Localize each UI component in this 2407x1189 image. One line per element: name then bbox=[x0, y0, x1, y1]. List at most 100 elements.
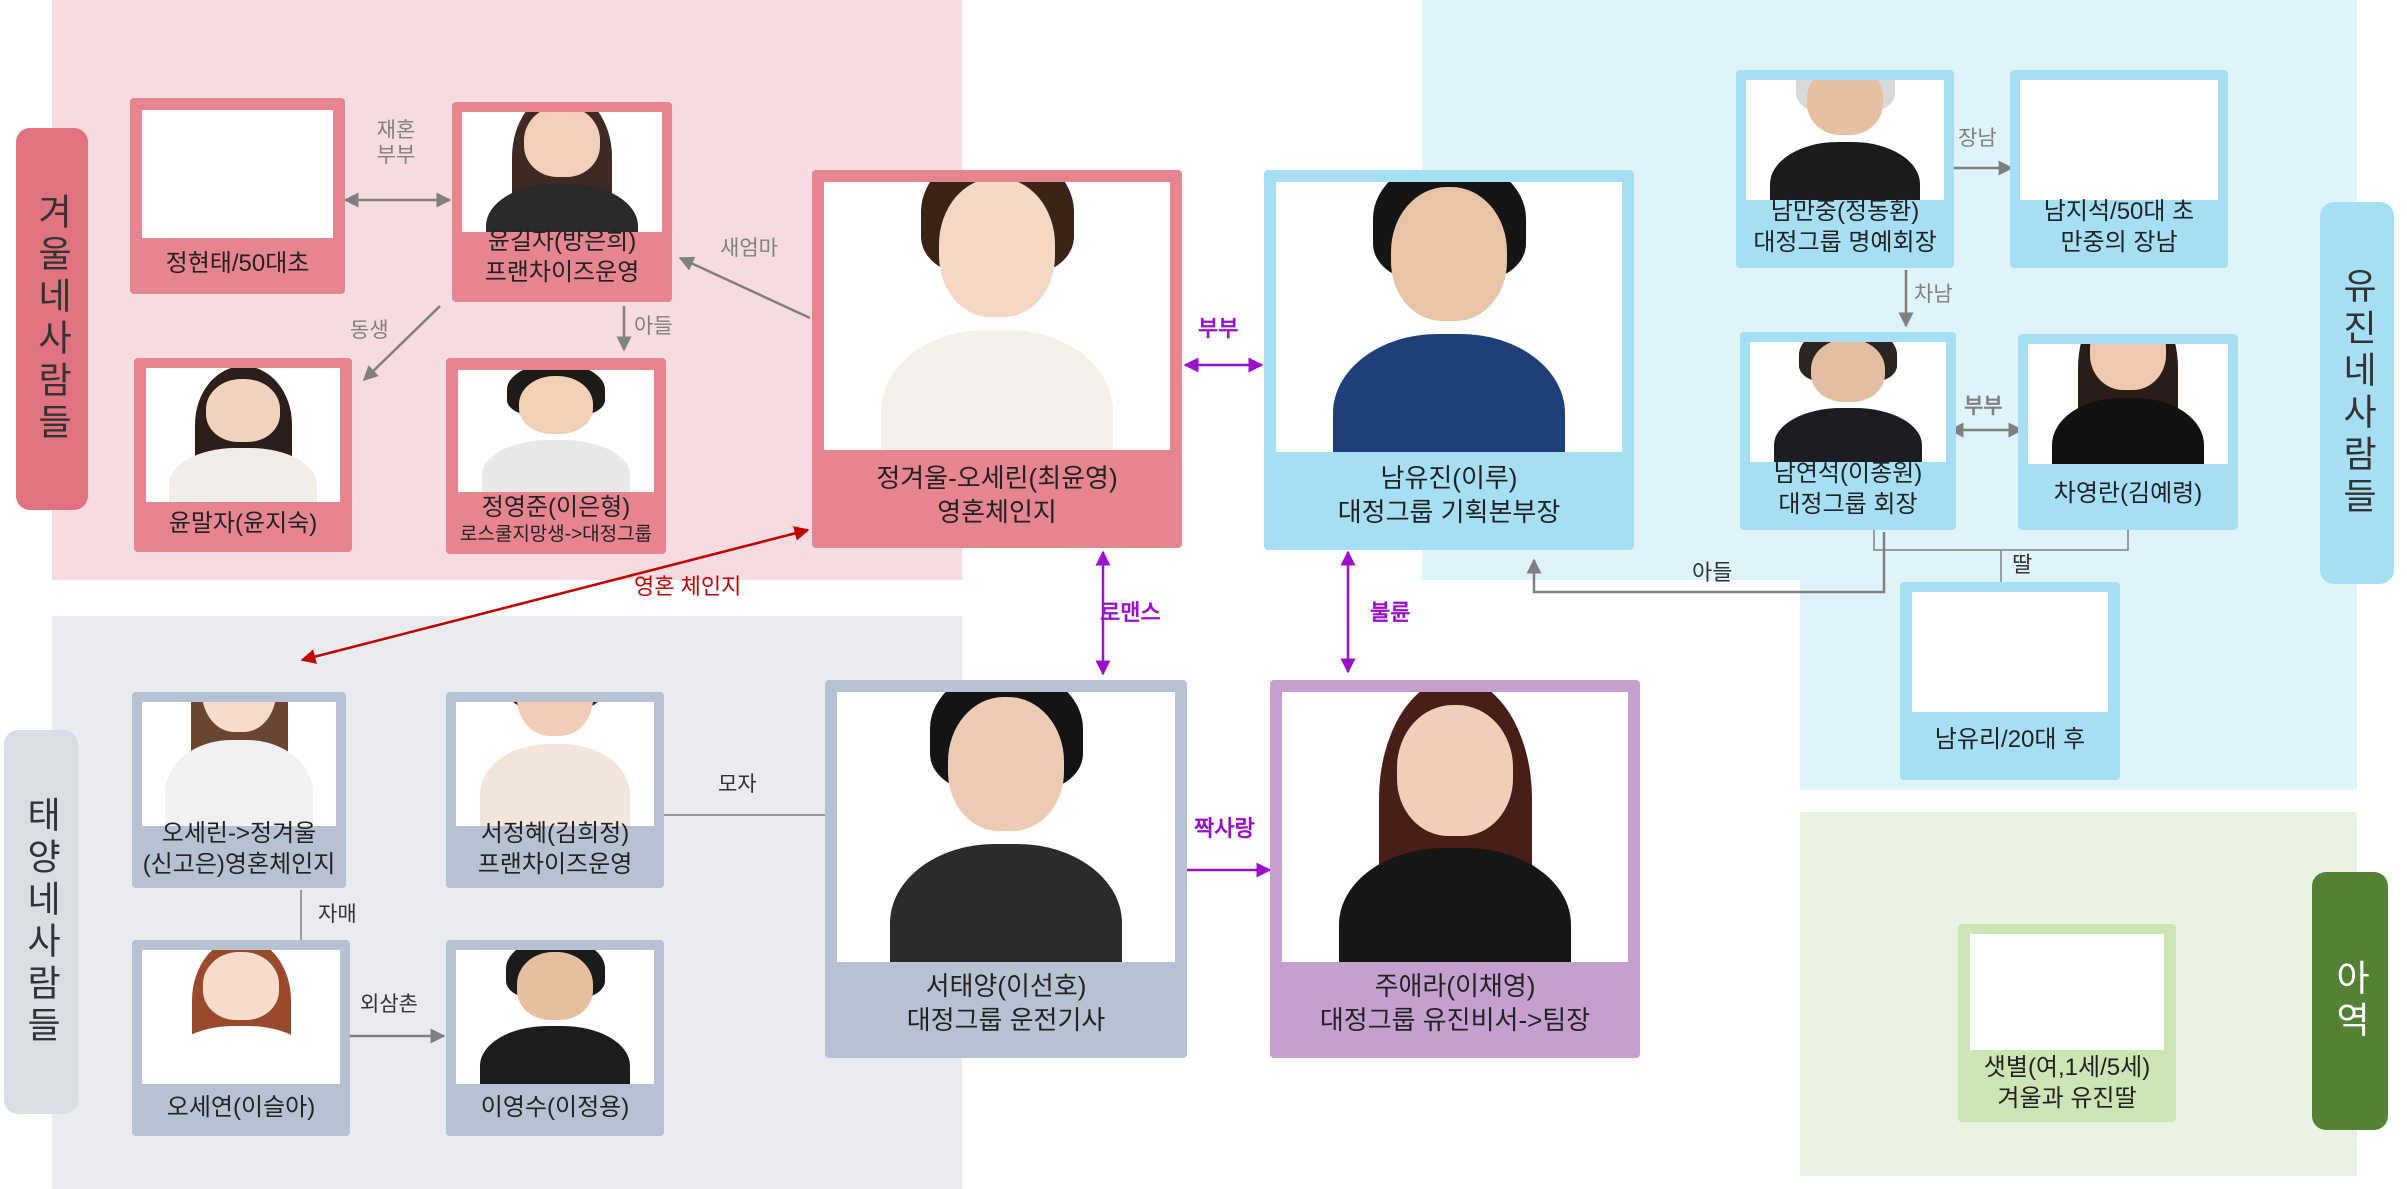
name-jungyoungjun: 정영준(이은형) bbox=[481, 494, 631, 521]
portrait-avatar-icon bbox=[2028, 344, 2228, 464]
name-chayoungran: 차영란(김예령) bbox=[2053, 480, 2203, 507]
photo-placeholder bbox=[1912, 592, 2108, 712]
rel-remarried: 재혼 부부 bbox=[376, 119, 416, 168]
rel-couple-main: 부부 bbox=[1198, 316, 1239, 341]
role-juaera: 대정그룹 유진비서->팀장 bbox=[1319, 1004, 1591, 1035]
portrait-avatar-icon bbox=[1750, 342, 1946, 462]
photo-chayoungran bbox=[2028, 344, 2228, 464]
name-yoongilja: 윤길자(방은희) bbox=[487, 228, 637, 255]
photo-jungyoungjun bbox=[458, 370, 654, 492]
photo-namyeonseok bbox=[1750, 342, 1946, 462]
rel-eldest-son: 장남 bbox=[1958, 127, 1997, 150]
name-saebyeol: 샛별(여,1세/5세) bbox=[1983, 1054, 2151, 1081]
role-seotaeyang: 대정그룹 운전기사 bbox=[906, 1004, 1106, 1035]
role-nammanjung: 대정그룹 명예회장 bbox=[1753, 229, 1937, 257]
rel-couple-yujin: 부부 bbox=[1964, 395, 2003, 418]
portrait-avatar-icon bbox=[456, 950, 654, 1084]
photo-namyujin bbox=[1276, 182, 1622, 452]
photo-junggyeoul bbox=[824, 182, 1170, 450]
line-son-yujin bbox=[1526, 532, 1886, 594]
name-namyuri: 남유리/20대 후 bbox=[1934, 726, 2086, 753]
name-seotaeyang: 서태양(이선호) bbox=[925, 971, 1087, 1001]
card-oseyeon[interactable]: 오세연(이슬아) bbox=[132, 940, 350, 1136]
rel-romance: 로맨스 bbox=[1100, 600, 1161, 625]
portrait-avatar-icon bbox=[458, 370, 654, 492]
card-yoongilja[interactable]: 윤길자(방은희) 프랜차이즈운영 bbox=[452, 102, 672, 302]
photo-yoongilja bbox=[462, 112, 662, 232]
card-nammanjung[interactable]: 남만중(정동환) 대정그룹 명예회장 bbox=[1736, 70, 1954, 268]
card-namyeonseok[interactable]: 남연석(이종원) 대정그룹 회장 bbox=[1740, 332, 1956, 530]
portrait-avatar-icon bbox=[1296, 182, 1602, 452]
role-jungyoungjun: 로스쿨지망생->대정그룹 bbox=[459, 524, 653, 546]
rel-son-yujin: 아들 bbox=[1692, 560, 1733, 585]
card-seotaeyang[interactable]: 서태양(이선호) 대정그룹 운전기사 bbox=[825, 680, 1187, 1058]
name-leeyoungsu: 이영수(이정용) bbox=[480, 1094, 630, 1121]
name-yoonmalja: 윤말자(윤지숙) bbox=[168, 510, 318, 537]
role-namyeonseok: 대정그룹 회장 bbox=[1778, 491, 1918, 519]
card-saebyeol[interactable]: 샛별(여,1세/5세) 겨울과 유진딸 bbox=[1958, 924, 2176, 1122]
photo-oseyeon bbox=[142, 950, 340, 1084]
rel-daughter: 딸 bbox=[2012, 552, 2033, 577]
line-parents-join bbox=[1873, 530, 2129, 551]
portrait-avatar-icon bbox=[462, 112, 662, 232]
card-chayoungran[interactable]: 차영란(김예령) bbox=[2018, 334, 2238, 530]
name-junggyeoul: 정겨울-오세린(최윤영) bbox=[876, 463, 1118, 493]
rel-son-winter: 아들 bbox=[634, 315, 673, 338]
photo-placeholder bbox=[2020, 80, 2218, 200]
name-juaera: 주애라(이채영) bbox=[1374, 971, 1536, 1001]
line-soul-change bbox=[300, 526, 810, 664]
name-oserin: 오세린->정겨울 bbox=[161, 820, 317, 847]
card-namyujin[interactable]: 남유진(이루) 대정그룹 기획본부장 bbox=[1264, 170, 1634, 550]
name-namyujin: 남유진(이루) bbox=[1380, 463, 1518, 493]
photo-placeholder bbox=[142, 110, 333, 238]
group-label-taeyang: 태양네사람들 bbox=[4, 730, 78, 1114]
rel-stepmother: 새엄마 bbox=[720, 237, 778, 260]
portrait-avatar-icon bbox=[1746, 80, 1944, 200]
card-namyuri[interactable]: 남유리/20대 후 bbox=[1900, 582, 2120, 780]
role-saebyeol: 겨울과 유진딸 bbox=[1997, 1085, 2137, 1113]
portrait-avatar-icon bbox=[142, 702, 336, 826]
photo-seotaeyang bbox=[837, 692, 1175, 962]
card-seojunghye[interactable]: 서정혜(김희정) 프랜차이즈운영 bbox=[446, 692, 664, 888]
name-nammanjung: 남만중(정동환) bbox=[1770, 198, 1920, 225]
rel-uncle: 외삼촌 bbox=[360, 993, 418, 1016]
name-oseyeon: 오세연(이슬아) bbox=[166, 1094, 316, 1121]
name-junghyuntae: 정현태/50대초 bbox=[165, 250, 310, 277]
role-oserin: (신고은)영혼체인지 bbox=[142, 851, 336, 879]
card-jungyoungjun[interactable]: 정영준(이은형) 로스쿨지망생->대정그룹 bbox=[446, 358, 666, 554]
rel-younger-sibling: 동생 bbox=[350, 319, 389, 342]
card-yoonmalja[interactable]: 윤말자(윤지숙) bbox=[134, 358, 352, 552]
photo-nammanjung bbox=[1746, 80, 1944, 200]
photo-oserin bbox=[142, 702, 336, 826]
line-younger-sibling bbox=[362, 305, 441, 382]
rel-sisters: 자매 bbox=[318, 903, 357, 926]
rel-affair: 불륜 bbox=[1370, 600, 1411, 625]
card-namjiseok[interactable]: 남지석/50대 초 만중의 장남 bbox=[2010, 70, 2228, 268]
role-yoongilja: 프랜차이즈운영 bbox=[484, 259, 640, 287]
portrait-avatar-icon bbox=[853, 692, 1159, 962]
name-seojunghye: 서정혜(김희정) bbox=[480, 820, 630, 847]
line-stepmother bbox=[678, 256, 811, 320]
portrait-avatar-icon bbox=[142, 950, 340, 1084]
rel-soul-change: 영혼 체인지 bbox=[634, 574, 742, 599]
card-junggyeoul[interactable]: 정겨울-오세린(최윤영) 영혼체인지 bbox=[812, 170, 1182, 548]
group-label-yujin: 유진네사람들 bbox=[2320, 202, 2394, 584]
card-junghyuntae[interactable]: 정현태/50대초 bbox=[130, 98, 345, 294]
portrait-avatar-icon bbox=[1302, 692, 1608, 962]
name-namjiseok: 남지석/50대 초 bbox=[2043, 198, 2195, 225]
photo-yoonmalja bbox=[146, 368, 340, 502]
photo-seojunghye bbox=[456, 702, 654, 826]
group-label-child: 아역 bbox=[2312, 872, 2388, 1130]
photo-juaera bbox=[1282, 692, 1628, 962]
portrait-avatar-icon bbox=[146, 368, 340, 502]
card-juaera[interactable]: 주애라(이채영) 대정그룹 유진비서->팀장 bbox=[1270, 680, 1640, 1058]
role-seojunghye: 프랜차이즈운영 bbox=[477, 851, 633, 879]
role-namyujin: 대정그룹 기획본부장 bbox=[1337, 496, 1561, 527]
role-junggyeoul: 영혼체인지 bbox=[937, 496, 1057, 527]
card-leeyoungsu[interactable]: 이영수(이정용) bbox=[446, 940, 664, 1136]
rel-unrequited: 짝사랑 bbox=[1194, 816, 1255, 841]
card-oserin[interactable]: 오세린->정겨울 (신고은)영혼체인지 bbox=[132, 692, 346, 888]
portrait-avatar-icon bbox=[844, 182, 1150, 450]
photo-leeyoungsu bbox=[456, 950, 654, 1084]
